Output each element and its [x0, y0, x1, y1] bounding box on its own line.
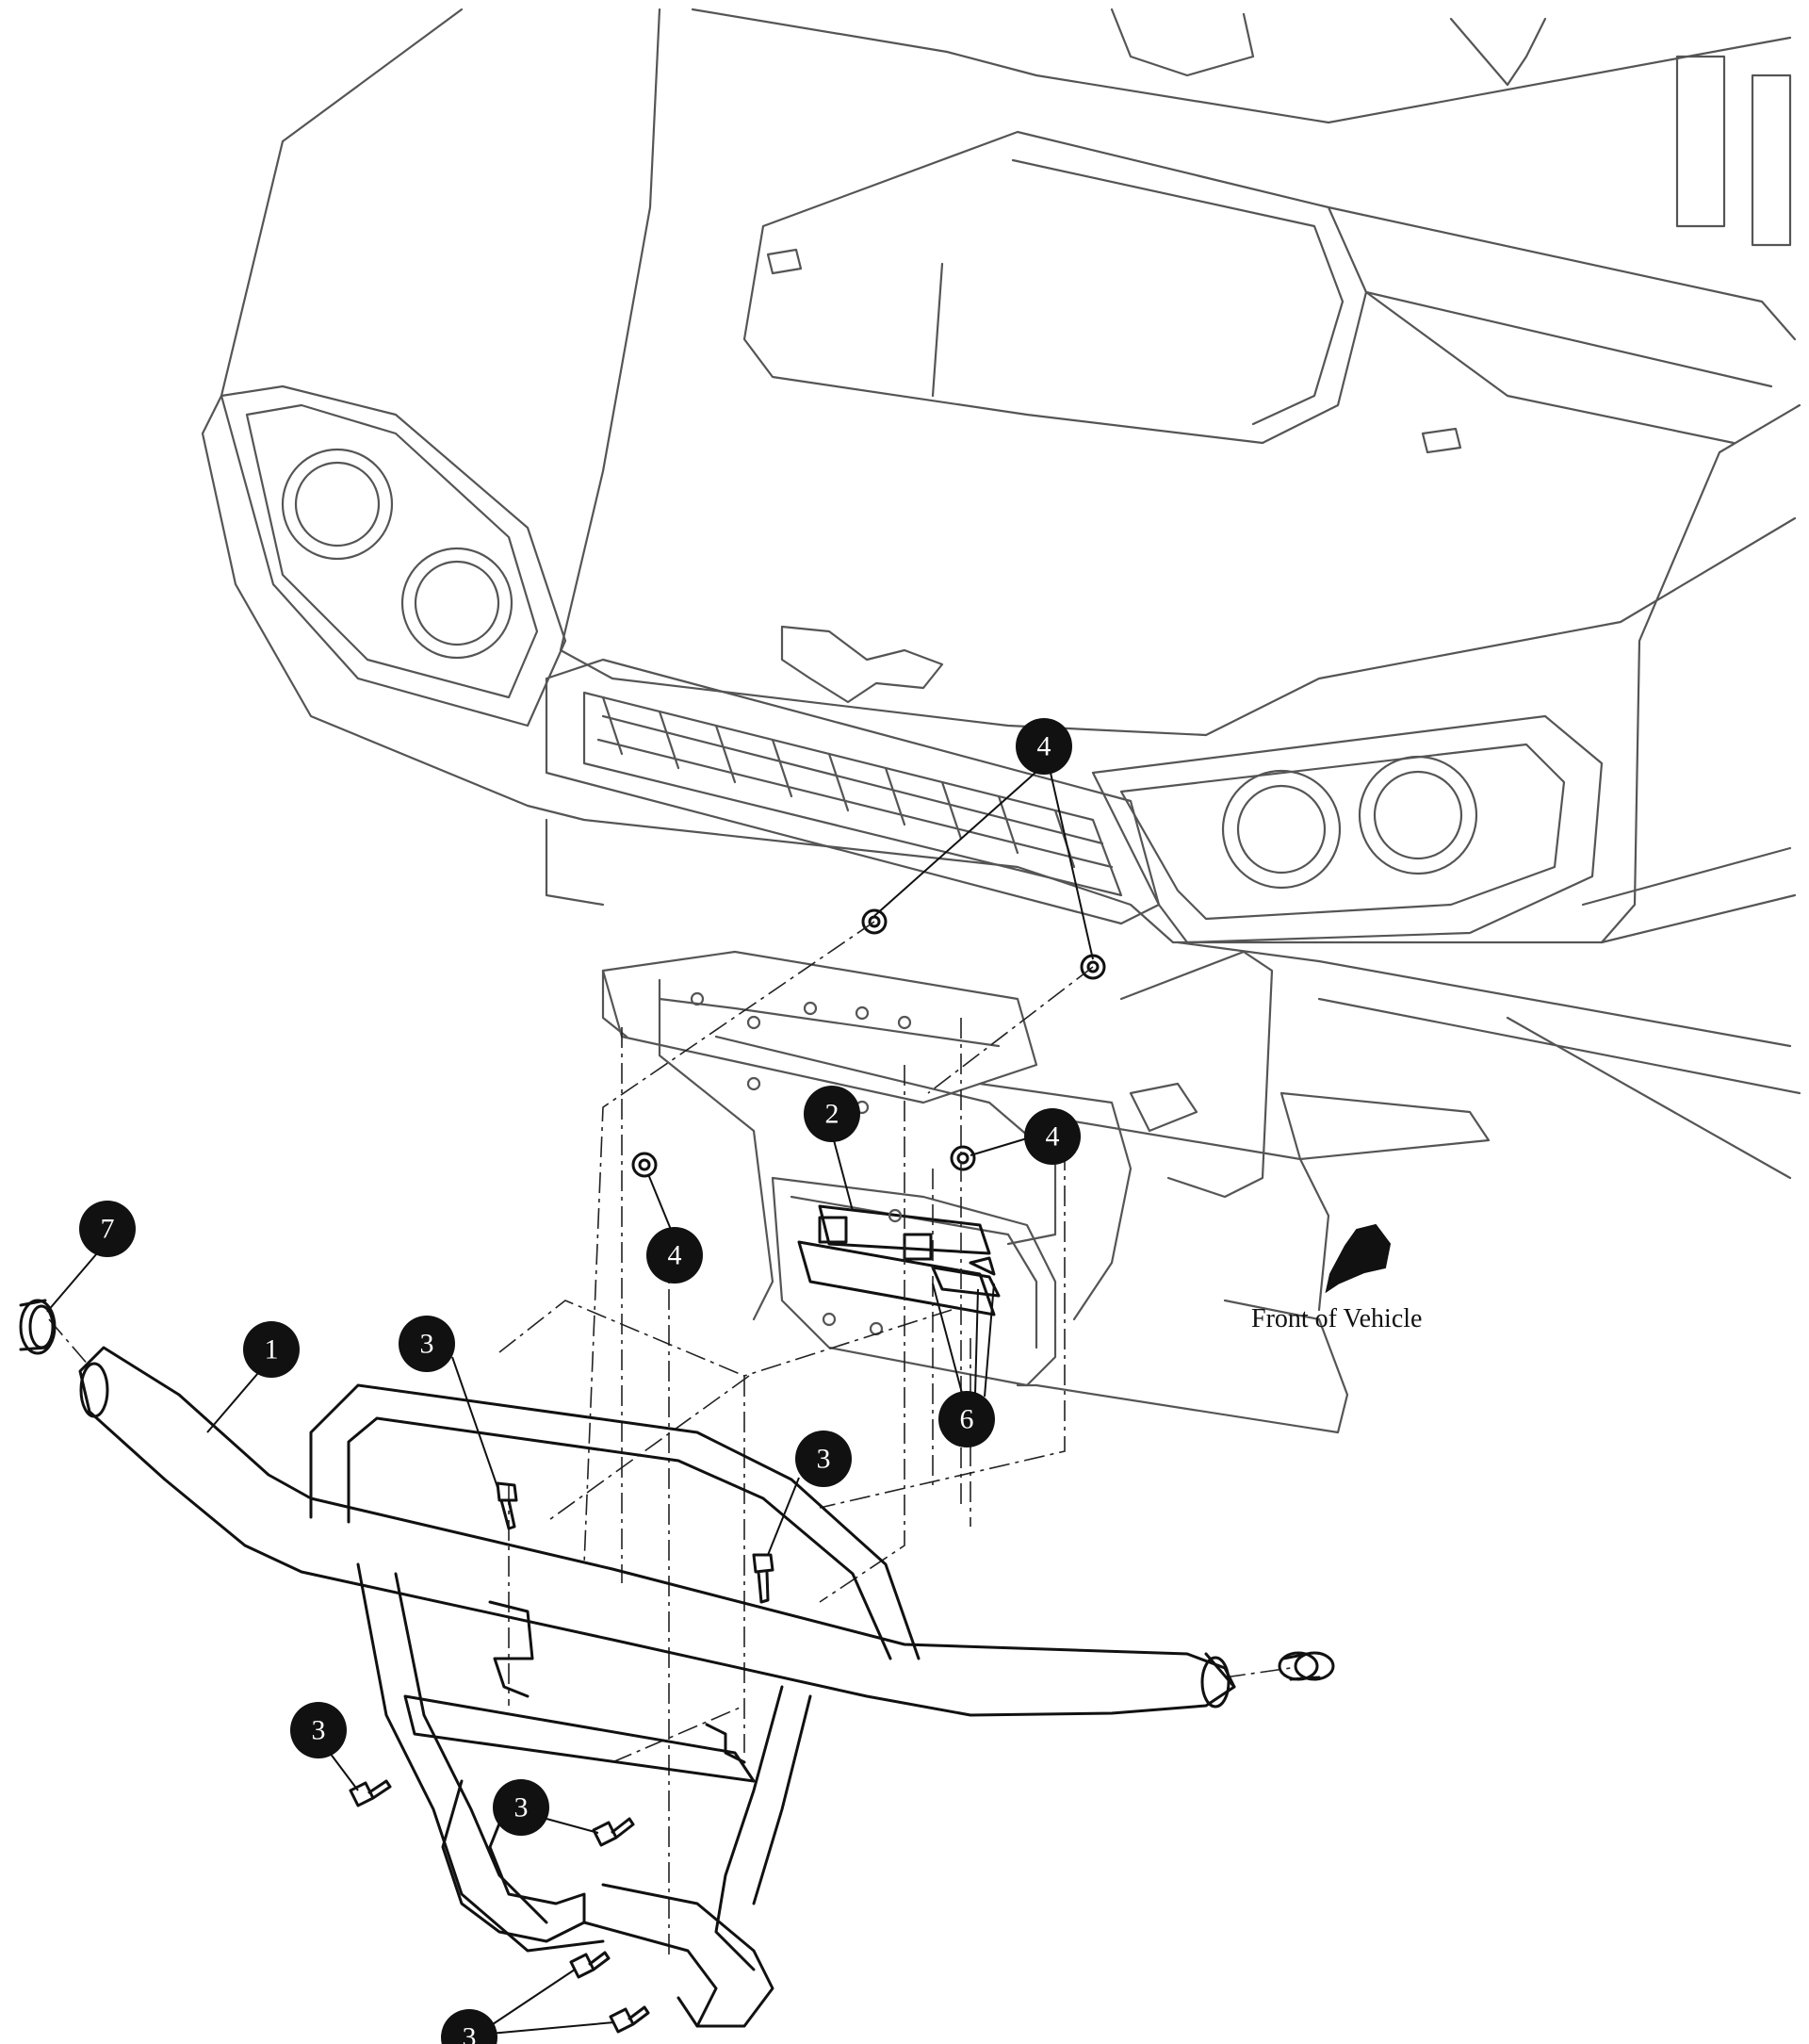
front-of-vehicle-label: Front of Vehicle	[1251, 1304, 1422, 1333]
callout-marker-3-d: 3	[493, 1779, 549, 1836]
svg-text:2: 2	[825, 1099, 839, 1130]
front-direction-arrow-icon	[1325, 1223, 1392, 1294]
svg-text:7: 7	[101, 1214, 115, 1245]
svg-text:3: 3	[312, 1715, 326, 1746]
callout-marker-4-right: 4	[1024, 1108, 1081, 1165]
callout-marker-4-top: 4	[1016, 718, 1072, 775]
bracket-holes	[690, 991, 912, 1336]
front-direction-indicator: Front of Vehicle	[1251, 1223, 1422, 1333]
callout-marker-3-e: 3	[441, 2009, 497, 2044]
bolt	[752, 1553, 774, 1604]
svg-text:6: 6	[960, 1404, 974, 1435]
callouts: 4 2 4 4 6 7 1 3	[46, 718, 1094, 2044]
svg-text:4: 4	[668, 1240, 682, 1271]
callout-marker-3-c: 3	[290, 1702, 347, 1758]
callout-marker-6: 6	[938, 1391, 995, 1447]
callout-marker-3-b: 3	[795, 1431, 852, 1487]
bolts	[349, 1481, 774, 2034]
mounting-bracket-assembly	[601, 908, 1349, 1434]
callout-marker-2: 2	[804, 1086, 860, 1142]
svg-text:3: 3	[817, 1444, 831, 1475]
svg-text:3: 3	[463, 2022, 477, 2044]
assembly-lines	[48, 921, 1292, 1960]
bolt	[349, 1779, 392, 1807]
callout-marker-4-left: 4	[646, 1227, 703, 1284]
end-caps	[19, 1299, 1335, 1681]
callout-marker-1: 1	[243, 1321, 300, 1378]
end-cap-left	[19, 1299, 57, 1355]
vehicle-body	[201, 8, 1801, 1180]
svg-text:1: 1	[265, 1334, 279, 1365]
svg-text:4: 4	[1037, 731, 1051, 762]
end-cap-right	[1278, 1651, 1335, 1681]
front-brush-guard	[78, 1346, 1236, 2028]
bolt	[569, 1951, 611, 1979]
bolt	[609, 2005, 650, 2034]
svg-text:3: 3	[420, 1329, 434, 1360]
callout-marker-7: 7	[79, 1201, 136, 1257]
callout-marker-3-a: 3	[399, 1316, 455, 1372]
svg-text:3: 3	[514, 1792, 529, 1823]
bolt	[592, 1817, 635, 1847]
bolt	[496, 1481, 518, 1530]
svg-text:4: 4	[1046, 1121, 1060, 1153]
